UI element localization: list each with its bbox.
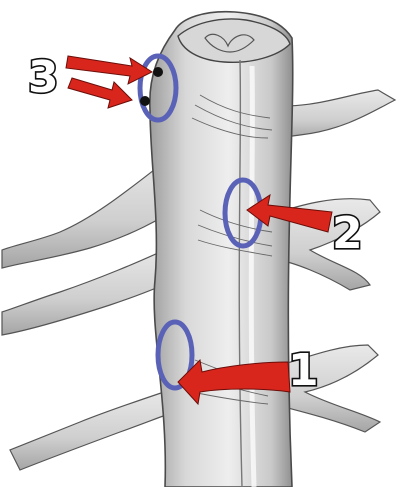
cord-highlight [251, 66, 254, 487]
dot-upper [153, 67, 163, 77]
dot-lower [140, 96, 150, 106]
spinal-cord [150, 12, 293, 487]
label-1: 1 [288, 345, 319, 396]
arrow-3-lower [68, 78, 132, 108]
nerve-root-left-lower [10, 390, 180, 470]
label-3: 3 [28, 52, 59, 103]
label-2: 2 [332, 208, 363, 259]
